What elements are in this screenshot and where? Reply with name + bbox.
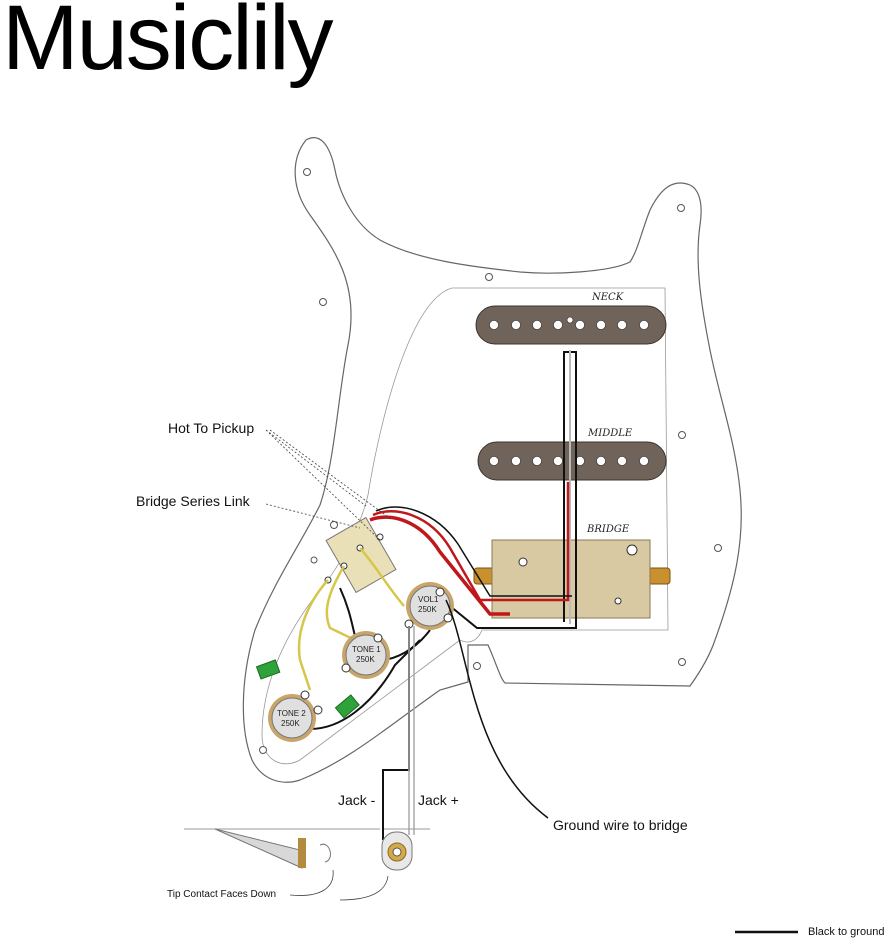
yellow-wire-tone2 xyxy=(297,579,329,691)
tip-contact-arrows xyxy=(289,869,389,901)
ground-wire-label: Ground wire to bridge xyxy=(553,817,688,833)
middle-pickup-label: MIDDLE xyxy=(587,428,633,439)
neck-pickup xyxy=(475,305,667,345)
tone2-pot xyxy=(268,690,323,742)
tip-contact-label: Tip Contact Faces Down xyxy=(167,889,277,900)
tone2-pot-value: 250K xyxy=(281,719,300,728)
tone1-pot xyxy=(341,631,390,679)
hot-wire-red xyxy=(369,515,510,616)
tone2-pot-name: TONE 2 xyxy=(277,709,306,718)
bridge-humbucker xyxy=(473,539,671,619)
capacitor-2 xyxy=(334,694,360,719)
jack-side-view xyxy=(184,828,380,869)
jack-minus-label: Jack - xyxy=(338,792,376,808)
volume-pot xyxy=(404,582,454,630)
yellow-wire-tone1 xyxy=(325,565,356,642)
ground-wire-to-bridge xyxy=(445,599,549,819)
hot-wire-red-2 xyxy=(372,482,570,602)
middle-pickup xyxy=(477,441,667,481)
bridge-pickup-label: BRIDGE xyxy=(586,524,630,535)
volume-pot-value: 250K xyxy=(418,605,437,614)
pickup-route-outline xyxy=(261,287,669,765)
tone1-pot-name: TONE 1 xyxy=(352,645,381,654)
tone1-pot-value: 250K xyxy=(356,655,375,664)
brand-title: Musiclily xyxy=(2,0,334,89)
screw-holes xyxy=(259,168,722,754)
neck-pickup-label: NECK xyxy=(591,292,624,303)
yellow-wire-vol xyxy=(359,547,405,607)
jack-plus-label: Jack + xyxy=(418,792,459,808)
hot-to-pickup-label: Hot To Pickup xyxy=(168,420,255,436)
jack-front-view xyxy=(381,828,430,871)
volume-pot-name: VOL1 xyxy=(418,595,439,604)
hot-wire-black-2 xyxy=(375,506,572,597)
neck-ground-wire xyxy=(449,351,577,629)
jack-plus-wire xyxy=(408,626,415,835)
black-wire-3 xyxy=(299,639,421,730)
capacitor-1 xyxy=(255,659,281,680)
annotation-leaders xyxy=(265,429,393,541)
legend-black-to-ground: Black to ground xyxy=(808,926,885,938)
bridge-series-link-label: Bridge Series Link xyxy=(136,493,250,509)
